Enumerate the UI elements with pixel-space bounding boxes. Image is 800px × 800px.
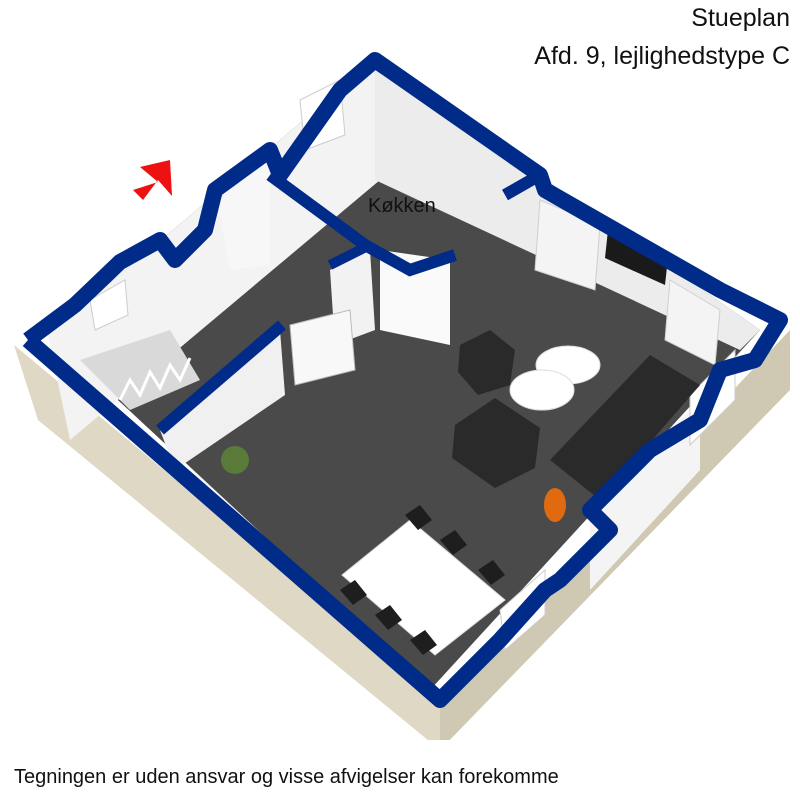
stair-steps [118,357,192,401]
chair-3 [478,560,505,585]
wall-face-right [590,400,700,590]
wall-top-kitchen-right [502,169,543,201]
wall-top-kitchen-divider [266,170,457,277]
ottoman [458,330,515,395]
floor-plan-drawing: Køkken [14,52,790,740]
wall-top-outer [22,52,788,708]
wall-top-kitchen-divider-2 [327,240,373,270]
wall-face-kitchen-3 [380,250,450,345]
sofa [550,355,700,500]
plant [221,446,249,474]
wall-face-divider [160,330,285,470]
door [289,309,356,386]
chair-4 [340,580,367,605]
foundation-left [14,345,440,740]
staircase [80,330,200,410]
plan-subtitle: Afd. 9, lejlighedstype C [534,42,790,70]
entrance-arrow-icon [133,160,172,200]
chair-1 [405,505,432,530]
armchair [452,398,540,488]
chair-5 [375,605,402,630]
window-stairs [89,279,129,331]
chair-6 [410,630,437,655]
coffee-table-2 [509,369,575,411]
wall-top-stair-divider [156,320,286,435]
plan-title: Stueplan [691,4,790,32]
tv [605,230,668,285]
disclaimer-text: Tegningen er uden ansvar og visse afvige… [14,766,559,788]
vase [544,488,566,522]
chair-2 [440,530,467,555]
dining-table [341,519,506,656]
room-label-kitchen: Køkken [368,195,436,217]
